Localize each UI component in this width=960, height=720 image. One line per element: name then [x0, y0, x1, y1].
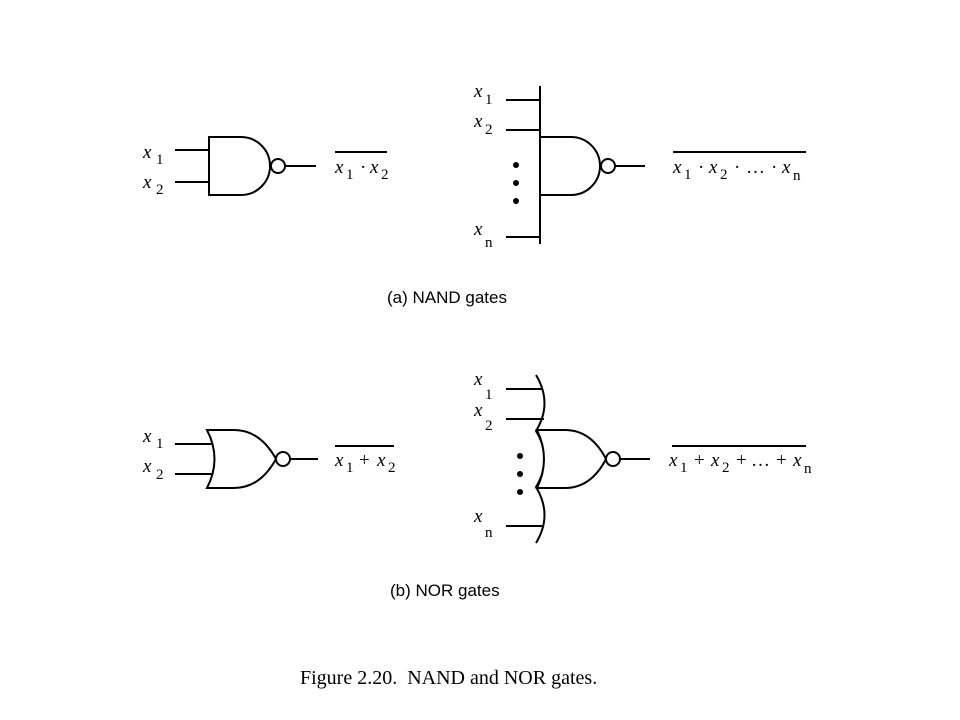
nand-gate-body: [208, 136, 271, 196]
inversion-bubble: [270, 158, 286, 174]
expr-sub: 1: [346, 460, 354, 476]
expr-sub: 1: [680, 460, 688, 476]
expr-term: x: [710, 450, 720, 471]
nand-gate-body: [539, 136, 601, 196]
expr-op: ·: [698, 157, 704, 178]
nor-gate-2-input: x 1 x 2 x 1 + x 2: [142, 426, 396, 489]
expr-sub: 2: [722, 460, 730, 476]
expr-term: x: [334, 450, 344, 471]
input-x2-label: x: [142, 456, 152, 477]
nor-gate-body: [535, 429, 608, 489]
input-x1-label: x: [473, 369, 483, 390]
caption-nor: (b) NOR gates: [390, 581, 500, 600]
ellipsis-dot: [517, 489, 523, 495]
expr-sub: n: [793, 168, 801, 184]
expr-term: x: [781, 157, 791, 178]
input-x1-sub: 1: [485, 387, 493, 403]
expr-op: +: [776, 450, 787, 471]
expr-sub: 2: [388, 460, 396, 476]
expr-op: ·: [734, 157, 740, 178]
nor-gate-n-input: x 1 x 2 x n x 1 + x 2 + … + x n: [473, 369, 812, 544]
expr-term: x: [672, 157, 682, 178]
expr-term: x: [376, 450, 386, 471]
expr-op: +: [359, 450, 370, 471]
input-x2-sub: 2: [156, 182, 164, 198]
input-x1-sub: 1: [156, 436, 164, 452]
output-expression-norn: x 1 + x 2 + … + x n: [668, 445, 812, 477]
ellipsis-dot: [513, 162, 519, 168]
input-x1-sub: 1: [485, 92, 493, 108]
output-expression-nandn: x 1 · x 2 · … · x n: [672, 151, 806, 184]
inversion-bubble: [600, 158, 616, 174]
input-x2-sub: 2: [156, 467, 164, 483]
expr-ellipsis: …: [746, 157, 765, 178]
output-expression-nor2: x 1 + x 2: [334, 445, 396, 476]
input-xn-sub: n: [485, 525, 493, 541]
expr-sub: 1: [346, 167, 354, 183]
ellipsis-dot: [513, 180, 519, 186]
expr-sub: 2: [720, 167, 728, 183]
input-x2-sub: 2: [485, 122, 493, 138]
ellipsis-dot: [513, 198, 519, 204]
nand-gate-n-input: x 1 x 2 x n x 1 · x 2 · … · x n: [473, 81, 806, 251]
input-x1-label: x: [142, 142, 152, 163]
expr-ellipsis: …: [751, 450, 770, 471]
expr-op: ·: [771, 157, 777, 178]
input-x1-sub: 1: [156, 152, 164, 168]
expr-op: +: [694, 450, 705, 471]
caption-nand: (a) NAND gates: [387, 288, 507, 307]
input-x2-label: x: [473, 400, 483, 421]
expr-sub: 2: [381, 167, 389, 183]
output-expression-nand2: x 1 · x 2: [334, 151, 389, 183]
input-x1-label: x: [142, 426, 152, 447]
input-x2-label: x: [473, 111, 483, 132]
expr-term: x: [792, 450, 802, 471]
expr-term: x: [334, 157, 344, 178]
expr-op: +: [736, 450, 747, 471]
expr-term: x: [668, 450, 678, 471]
input-xn-label: x: [473, 506, 483, 527]
input-xn-label: x: [473, 219, 483, 240]
input-x1-label: x: [473, 81, 483, 102]
input-x2-label: x: [142, 172, 152, 193]
expr-op: ·: [360, 157, 366, 178]
expr-sub: n: [804, 461, 812, 477]
input-xn-sub: n: [485, 235, 493, 251]
figure-title: Figure 2.20. NAND and NOR gates.: [300, 667, 597, 689]
ellipsis-dot: [517, 471, 523, 477]
inversion-bubble: [275, 451, 291, 467]
inversion-bubble: [605, 451, 621, 467]
input-x2-sub: 2: [485, 418, 493, 434]
nand-gate-2-input: x 1 x 2 x 1 · x 2: [142, 136, 389, 198]
expr-term: x: [708, 157, 718, 178]
expr-sub: 1: [684, 167, 692, 183]
ellipsis-dot: [517, 453, 523, 459]
nor-gate-body: [205, 429, 278, 489]
expr-term: x: [369, 157, 379, 178]
